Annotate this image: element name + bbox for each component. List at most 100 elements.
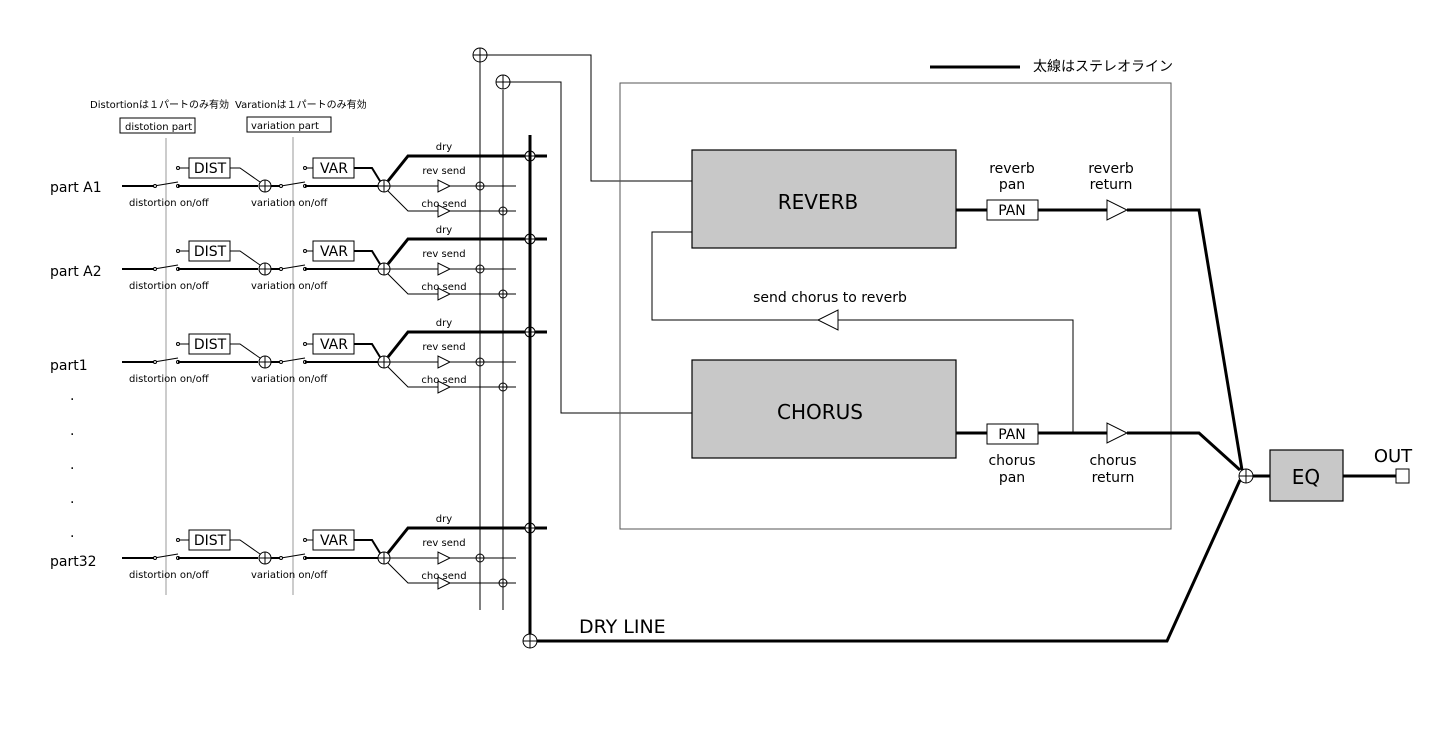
eq-label: EQ (1292, 465, 1320, 489)
rev-send-label: rev send (422, 342, 465, 353)
rev-send-amp (437, 355, 452, 369)
cho-send-line (387, 273, 438, 295)
dry-label: dry (436, 142, 452, 153)
distortion-switch (153, 181, 179, 187)
variation-switch (280, 357, 306, 363)
var-label: VAR (320, 244, 348, 260)
effects-block (619, 82, 1172, 530)
cho-send-line (387, 366, 438, 388)
ellipsis-dot: . (70, 457, 74, 473)
part-label-a1: part A1 (50, 180, 102, 196)
dry-label: dry (436, 318, 452, 329)
chorus-pan-label-1: chorus (988, 453, 1035, 469)
dist-label: DIST (194, 533, 227, 549)
cho-send-label: cho send (421, 199, 466, 210)
variation-part-label: variation part (251, 121, 319, 132)
reverb-return-label-2: return (1090, 177, 1133, 193)
chorus-pan-box-label: PAN (998, 427, 1026, 443)
variation-switch (280, 553, 306, 559)
cho-send-amp (437, 287, 452, 301)
dist-label: DIST (194, 161, 227, 177)
var-label: VAR (320, 337, 348, 353)
distortion-switch-label: distortion on/off (129, 281, 210, 292)
reverb-block (691, 149, 957, 249)
dist-label: DIST (194, 337, 227, 353)
rev-send-label: rev send (422, 166, 465, 177)
out-terminal (1395, 468, 1410, 484)
part-strips: DIST VAR dry rev send cho send distortion on/… (122, 142, 547, 590)
distortion-note: Distortionは１パートのみ有効 (90, 98, 229, 111)
cho-send-line (387, 190, 438, 212)
chorus-block (691, 359, 957, 459)
cho-send-amp (437, 204, 452, 218)
distortion-switch (153, 264, 179, 270)
var-label: VAR (320, 533, 348, 549)
chorus-return-label-1: chorus (1089, 453, 1136, 469)
reverb-return-line (1127, 208, 1244, 471)
variation-switch (280, 181, 306, 187)
cho-send-label: cho send (421, 282, 466, 293)
variation-switch-label: variation on/off (251, 281, 328, 292)
reverb-pan-box-label: PAN (998, 203, 1026, 219)
reverb-pan-label-2: pan (999, 177, 1025, 193)
distortion-switch-label: distortion on/off (129, 374, 210, 385)
dry-line-label: DRY LINE (579, 616, 666, 638)
dry-send-line (386, 526, 547, 554)
dry-label: dry (436, 514, 452, 525)
dry-label: dry (436, 225, 452, 236)
chorus-return-amp (1106, 422, 1129, 444)
dry-send-line (386, 154, 547, 182)
dry-send-line (386, 330, 547, 358)
reverb-pan-label-1: reverb (989, 161, 1035, 177)
distortion-switch (153, 357, 179, 363)
variation-note: Varationは１パートのみ有効 (235, 98, 367, 111)
rev-send-amp (437, 551, 452, 565)
dry-send-line (386, 237, 547, 265)
distortion-part-label: distotion part (125, 122, 192, 133)
part-label-32: part32 (50, 554, 97, 570)
rev-send-label: rev send (422, 249, 465, 260)
cho-send-amp (437, 380, 452, 394)
cho-send-label: cho send (421, 375, 466, 386)
cho-send-amp (437, 576, 452, 590)
chorus-to-reverb-line (838, 319, 1074, 433)
reverb-return-label-1: reverb (1088, 161, 1134, 177)
ellipsis-dot: . (70, 423, 74, 439)
part-label-1: part1 (50, 358, 88, 374)
rev-send-label: rev send (422, 538, 465, 549)
variation-switch-label: variation on/off (251, 570, 328, 581)
reverb-feed-line (487, 54, 692, 182)
cho-send-line (387, 562, 438, 584)
distortion-switch-label: distortion on/off (129, 198, 210, 209)
cho-send-label: cho send (421, 571, 466, 582)
chorus-to-reverb-amp (816, 309, 839, 331)
distortion-switch-label: distortion on/off (129, 570, 210, 581)
chorus-pan-label-2: pan (999, 470, 1025, 486)
rev-send-amp (437, 262, 452, 276)
variation-switch (280, 264, 306, 270)
variation-part-box (246, 116, 332, 133)
reverb-return-amp (1106, 199, 1129, 221)
ellipsis-dot: . (70, 525, 74, 541)
var-label: VAR (320, 161, 348, 177)
legend-text: 太線はステレオライン (1033, 59, 1173, 75)
reverb-label: REVERB (778, 190, 858, 214)
distortion-switch (153, 553, 179, 559)
variation-switch-label: variation on/off (251, 374, 328, 385)
eq-block (1269, 449, 1344, 502)
dry-line (537, 479, 1242, 643)
send-chorus-to-reverb-label: send chorus to reverb (753, 290, 907, 306)
chorus-return-line (1127, 431, 1242, 472)
chorus-label: CHORUS (777, 400, 863, 424)
chorus-return-label-2: return (1092, 470, 1135, 486)
part-label-a2: part A2 (50, 264, 102, 280)
dist-label: DIST (194, 244, 227, 260)
variation-switch-label: variation on/off (251, 198, 328, 209)
ellipsis-dot: . (70, 491, 74, 507)
rev-send-amp (437, 179, 452, 193)
ellipsis-dot: . (70, 388, 74, 404)
distortion-part-box (119, 117, 196, 134)
chorus-feed-line (510, 81, 692, 414)
out-label: OUT (1374, 446, 1413, 467)
